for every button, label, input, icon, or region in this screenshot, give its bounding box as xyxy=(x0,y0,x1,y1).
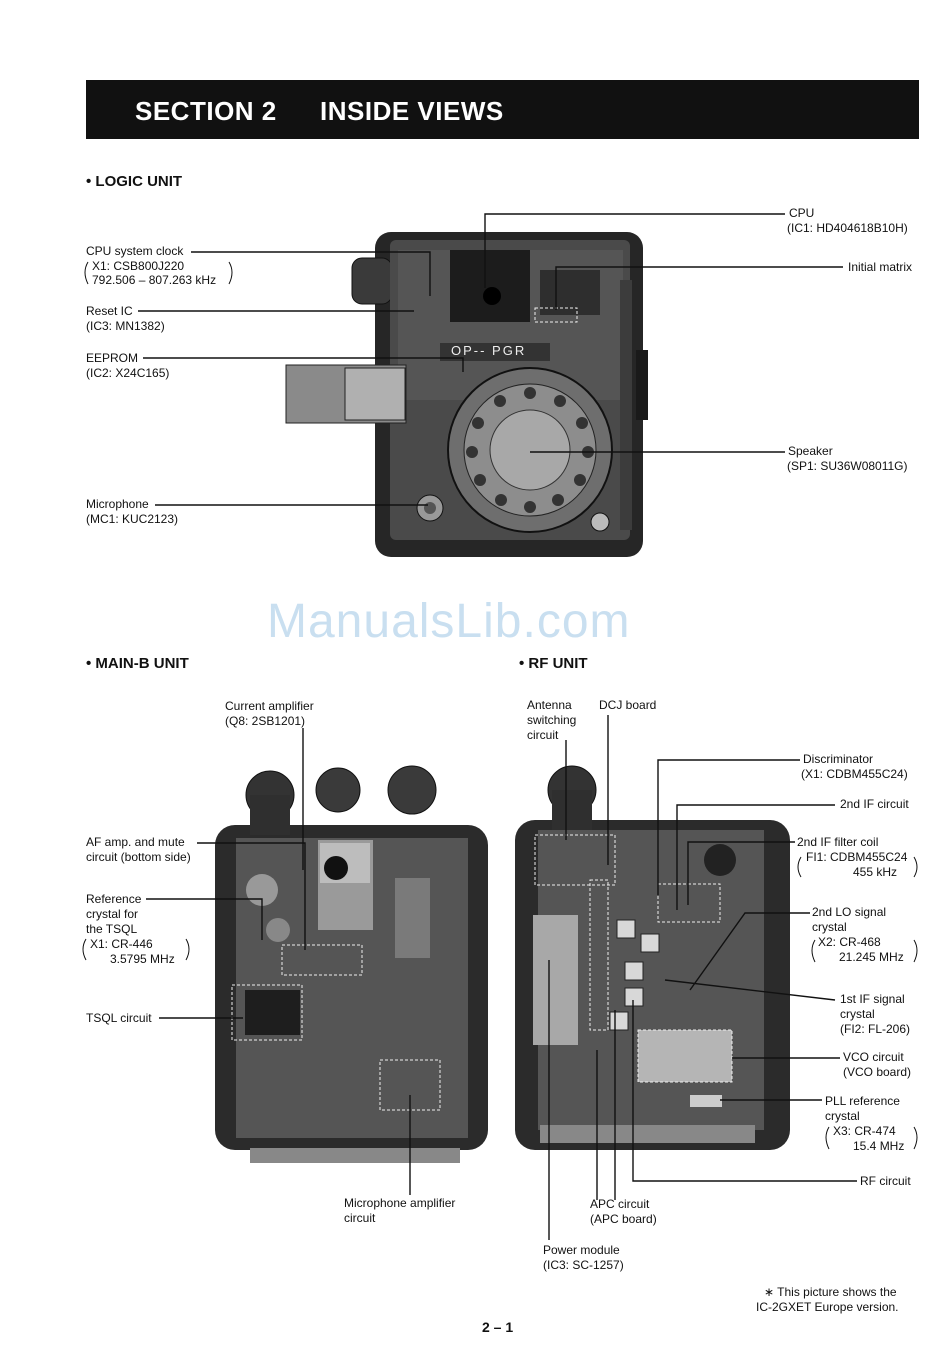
label-reset-ic: Reset IC xyxy=(86,304,133,318)
footnote-line-2: IC-2GXET Europe version. xyxy=(756,1300,899,1314)
label-vco-board: (VCO board) xyxy=(843,1065,912,1079)
label-cpu-clock-freq: 792.506 – 807.263 kHz xyxy=(92,273,217,287)
label-microphone: Microphone xyxy=(86,497,149,511)
label-pll-part: X3: CR-474 xyxy=(833,1124,896,1138)
board-marking: OP-- PGR xyxy=(451,343,527,358)
label-reference-crystal-tsql: the TSQL xyxy=(86,922,138,936)
label-reset-ic-part: (IC3: MN1382) xyxy=(86,319,165,333)
main-b-unit-title: • MAIN-B UNIT xyxy=(86,655,189,672)
label-antenna: Antenna xyxy=(527,698,572,712)
label-pll-reference: PLL reference xyxy=(825,1094,900,1108)
label-cpu-part: (IC1: HD404618B10H) xyxy=(787,221,908,235)
label-2nd-if-circuit: 2nd IF circuit xyxy=(840,797,909,811)
label-af-amp-detail: circuit (bottom side) xyxy=(86,850,191,864)
label-microphone-amplifier-circuit: circuit xyxy=(344,1211,376,1225)
label-power-module-part: (IC3: SC-1257) xyxy=(543,1258,624,1272)
label-eeprom-part: (IC2: X24C165) xyxy=(86,366,170,380)
label-2nd-lo-part: X2: CR-468 xyxy=(818,935,881,949)
label-antenna-circuit: circuit xyxy=(527,728,559,742)
label-speaker-part: (SP1: SU36W08011G) xyxy=(787,459,908,473)
label-speaker: Speaker xyxy=(788,444,833,458)
label-1st-if-crystal: crystal xyxy=(840,1007,875,1021)
label-reference-crystal: Reference xyxy=(86,892,142,906)
section-title: INSIDE VIEWS xyxy=(320,96,504,126)
label-2nd-if-filter-coil: 2nd IF filter coil xyxy=(797,835,879,849)
rf-unit-title: • RF UNIT xyxy=(519,655,588,672)
footnote-line-1: ∗ This picture shows the xyxy=(764,1285,897,1299)
label-apc-circuit: APC circuit xyxy=(590,1197,650,1211)
section-header: SECTION 2 INSIDE VIEWS xyxy=(86,80,919,139)
label-2nd-lo-freq: 21.245 MHz xyxy=(839,950,904,964)
label-af-amp: AF amp. and mute xyxy=(86,835,185,849)
label-1st-if-signal: 1st IF signal xyxy=(840,992,905,1006)
label-apc-board: (APC board) xyxy=(590,1212,657,1226)
label-pll-freq: 15.4 MHz xyxy=(853,1139,905,1153)
label-discriminator: Discriminator xyxy=(803,752,874,766)
label-rf-circuit: RF circuit xyxy=(860,1174,911,1188)
label-power-module: Power module xyxy=(543,1243,620,1257)
label-cpu: CPU xyxy=(789,206,815,220)
label-current-amplifier: Current amplifier xyxy=(225,699,314,713)
label-microphone-part: (MC1: KUC2123) xyxy=(86,512,179,526)
label-2nd-if-filter-freq: 455 kHz xyxy=(853,865,898,879)
label-current-amplifier-part: (Q8: 2SB1201) xyxy=(225,714,306,728)
page-number: 2 – 1 xyxy=(482,1319,514,1335)
label-vco-circuit: VCO circuit xyxy=(843,1050,904,1064)
label-reference-crystal-part: X1: CR-446 xyxy=(90,937,153,951)
label-reference-crystal-freq: 3.5795 MHz xyxy=(110,952,175,966)
label-2nd-lo-signal: 2nd LO signal xyxy=(812,905,887,919)
label-initial-matrix: Initial matrix xyxy=(848,260,913,274)
label-2nd-if-filter-part: FI1: CDBM455C24 xyxy=(806,850,908,864)
label-eeprom: EEPROM xyxy=(86,351,139,365)
label-reference-crystal-for: crystal for xyxy=(86,907,139,921)
section-number: SECTION 2 xyxy=(135,96,277,126)
label-tsql-circuit: TSQL circuit xyxy=(86,1011,152,1025)
label-dcj-board: DCJ board xyxy=(599,698,657,712)
logic-unit-title: • LOGIC UNIT xyxy=(86,173,183,190)
label-microphone-amplifier: Microphone amplifier xyxy=(344,1196,456,1210)
label-1st-if-part: (FI2: FL-206) xyxy=(840,1022,911,1036)
label-cpu-system-clock: CPU system clock xyxy=(86,244,184,258)
label-cpu-clock-part: X1: CSB800J220 xyxy=(92,259,185,273)
label-2nd-lo-crystal: crystal xyxy=(812,920,847,934)
watermark: ManualsLib.com xyxy=(267,595,631,648)
label-antenna-switching: switching xyxy=(527,713,577,727)
label-discriminator-part: (X1: CDBM455C24) xyxy=(801,767,908,781)
label-pll-crystal: crystal xyxy=(825,1109,860,1123)
